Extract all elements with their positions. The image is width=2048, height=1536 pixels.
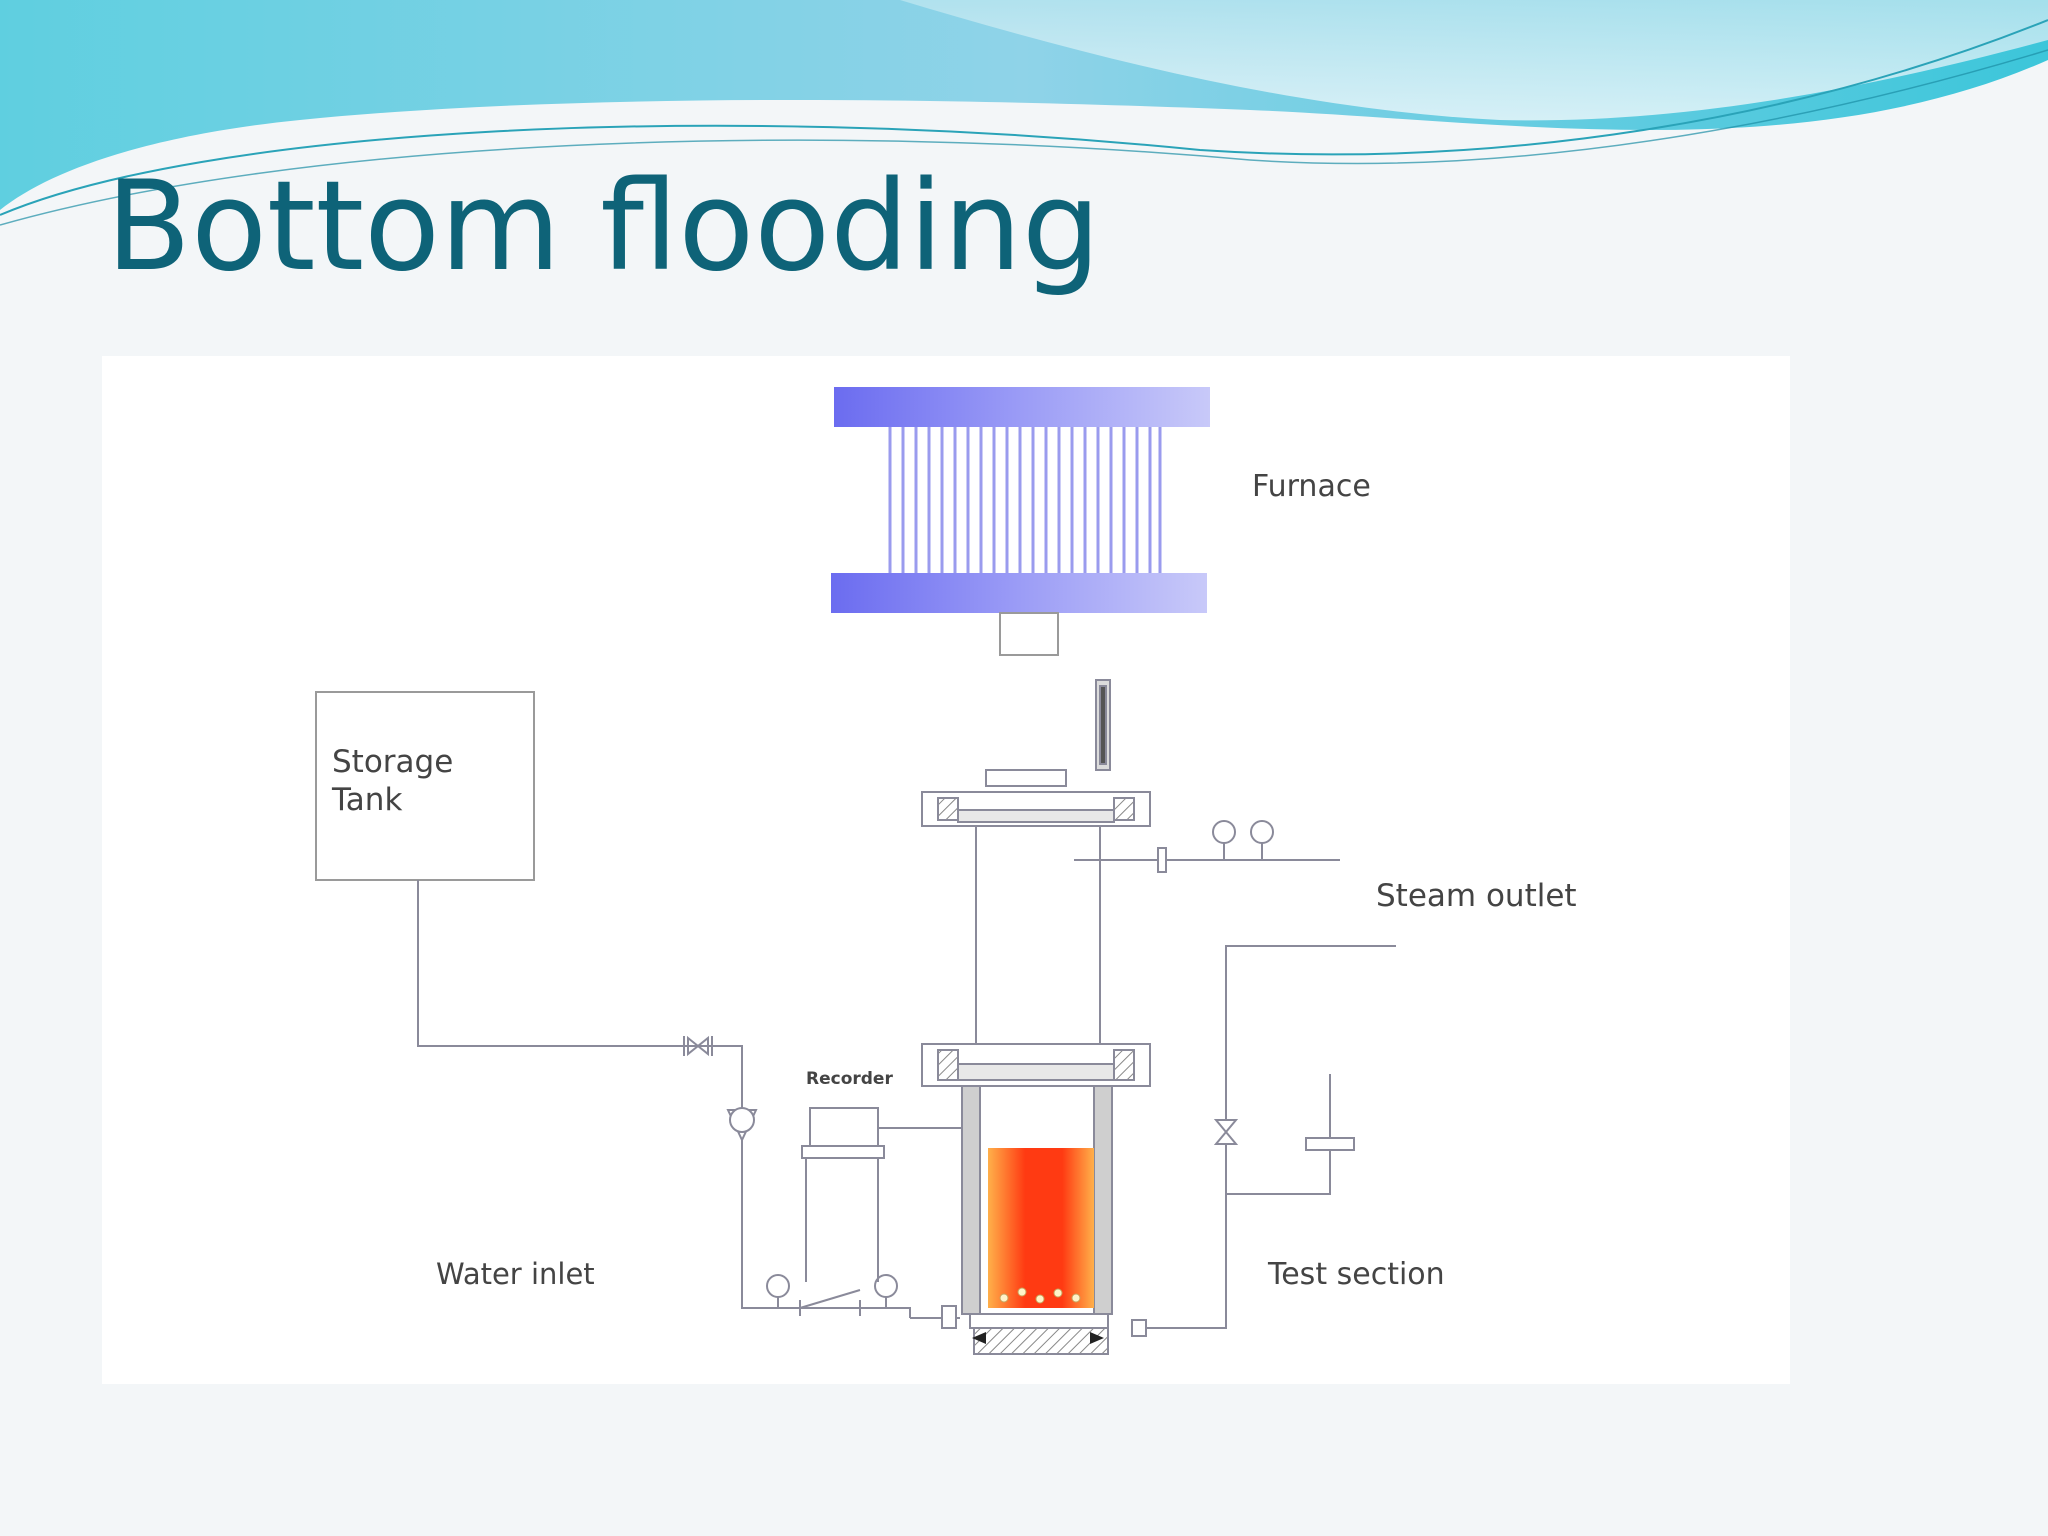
storage-tank-label-line1: Storage	[332, 744, 453, 780]
inlet-gauges	[766, 1274, 898, 1308]
bottom-arrow-left	[972, 1332, 986, 1344]
test-section-piping	[1146, 945, 1396, 1329]
bed-particles	[999, 1287, 1081, 1304]
recorder-label: Recorder	[806, 1069, 893, 1089]
storage-tank-label-line2: Tank	[331, 782, 402, 818]
bottom-arrow-right	[1090, 1332, 1104, 1344]
furnace-outlet-neck	[999, 612, 1059, 656]
furnace-bottom-plate	[831, 573, 1207, 613]
steam-outlet-piping	[1074, 820, 1340, 873]
storage-tank	[315, 691, 535, 881]
heated-debris-bed	[988, 1148, 1094, 1308]
furnace	[831, 387, 1210, 656]
slide-title: Bottom flooding	[106, 155, 1101, 299]
header-wave-decoration	[0, 0, 2048, 226]
furnace-label: Furnace	[1252, 469, 1371, 504]
furnace-heating-rods	[888, 427, 1162, 573]
inlet-check-valve	[799, 1289, 861, 1316]
furnace-top-plate	[834, 387, 1210, 427]
recorder	[801, 1107, 969, 1282]
water-inlet-label: Water inlet	[436, 1257, 595, 1291]
test-section-label: Test section	[1267, 1257, 1445, 1292]
steam-outlet-label: Steam outlet	[1376, 878, 1577, 914]
flow-meter-icon	[726, 1107, 758, 1143]
inlet-valve	[683, 1035, 713, 1057]
test-section-vessel	[921, 679, 1151, 1355]
